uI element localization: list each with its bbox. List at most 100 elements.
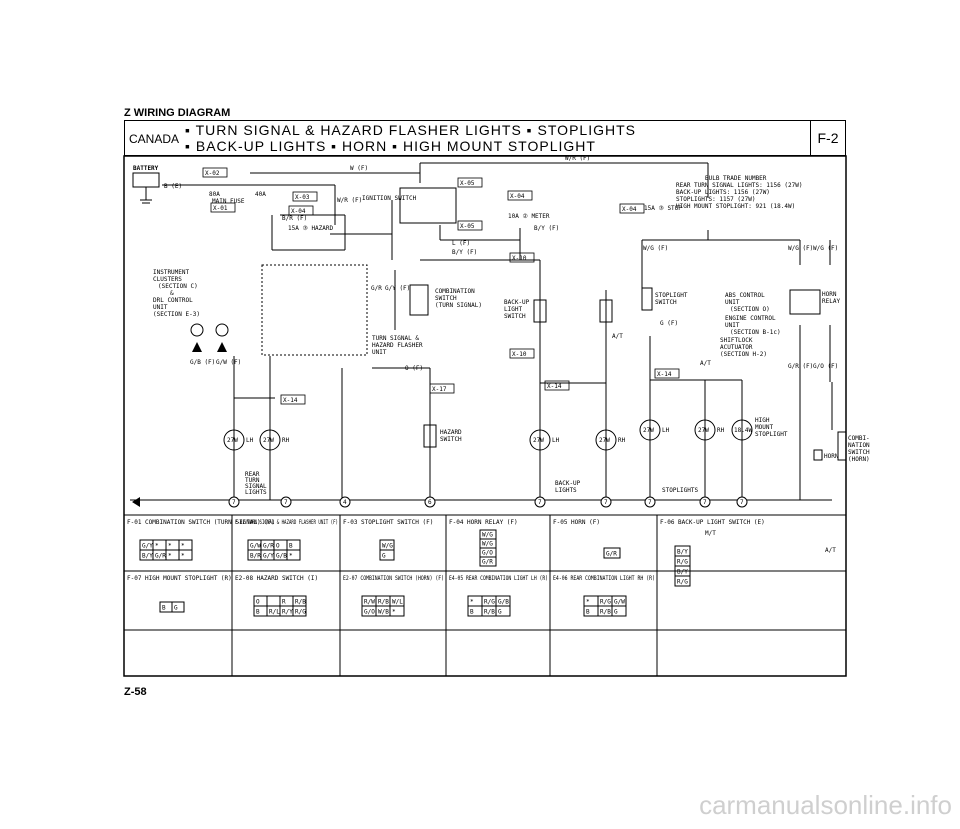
fuse-80a: 80A xyxy=(209,191,220,198)
svg-text:BACK-UP LIGHTS: 1156 (27W): BACK-UP LIGHTS: 1156 (27W) xyxy=(676,189,770,196)
conn-f01-title: F-01 COMBINATION SWITCH (TURN SIGNAL) (F… xyxy=(127,519,275,526)
svg-text:INSTRUMENT: INSTRUMENT xyxy=(153,269,190,276)
rear-turn-label: REAR TURN SIGNAL LIGHTS xyxy=(245,471,267,496)
hazard-switch-label: HAZARD SWITCH xyxy=(440,429,462,443)
svg-text:SWITCH: SWITCH xyxy=(435,295,457,302)
connector-pin-label: B/Y xyxy=(142,553,153,560)
svg-text:MOUNT: MOUNT xyxy=(755,424,773,431)
conn-f04-title: F-04 HORN RELAY (F) xyxy=(449,519,518,526)
connector-pin-label: B/Y xyxy=(677,549,688,556)
conn-f06-at: A/T xyxy=(825,547,836,554)
connector-pin-cell xyxy=(389,605,405,617)
svg-text:SWITCH: SWITCH xyxy=(504,313,526,320)
ground-7b: 7 xyxy=(284,499,288,506)
connector-grid xyxy=(124,514,846,676)
backup-switch-mt-box xyxy=(533,299,547,323)
connector-pin-label: G xyxy=(498,609,502,616)
lamp-lh-rear-turn-watt: 27W xyxy=(227,437,238,444)
conn-f06-sub: M/T xyxy=(705,530,716,537)
svg-text:UNIT: UNIT xyxy=(725,299,740,306)
connector-pin-label: B xyxy=(256,609,260,616)
wire-wr-f-2: W/R (F) xyxy=(337,197,362,204)
fuse-40a: 40A xyxy=(255,191,266,198)
connector-pin-label: R/B xyxy=(484,609,495,616)
svg-text:STOPLIGHT: STOPLIGHT xyxy=(755,431,788,438)
svg-text:HORN: HORN xyxy=(822,291,837,298)
svg-text:LIGHTS: LIGHTS xyxy=(245,489,267,496)
bulb-note: BULB TRADE NUMBER REAR TURN SIGNAL LIGHT… xyxy=(676,175,802,210)
wire-g-f: G (F) xyxy=(660,320,678,327)
lamp-highmount-watt: 18.4W xyxy=(734,427,752,434)
connector-pin-label: G/W xyxy=(250,543,261,550)
wire-gb-f: G/B (F) xyxy=(190,359,215,366)
connector-pin-label: R/G xyxy=(677,579,688,586)
svg-text:(SECTION E-3): (SECTION E-3) xyxy=(153,311,200,318)
connector-pin-label: B xyxy=(162,605,166,612)
connector-pin-label: * xyxy=(168,543,172,550)
x14-tag: X-14 xyxy=(547,383,562,390)
svg-text:HAZARD FLASHER: HAZARD FLASHER xyxy=(372,342,423,349)
svg-text:UNIT: UNIT xyxy=(372,349,387,356)
lamp-rh-rear-turn-watt: 27W xyxy=(263,437,274,444)
stoplight-switch-label: STOPLIGHT SWITCH xyxy=(655,292,688,306)
wire-label-be: B (E) xyxy=(164,183,182,190)
connector-pin-cell xyxy=(292,605,307,617)
ground-7f: 7 xyxy=(703,499,707,506)
svg-text:LIGHT: LIGHT xyxy=(504,306,522,313)
conn-f06-title: F-06 BACK-UP LIGHT SWITCH (E) xyxy=(660,519,765,526)
svg-text:SWITCH: SWITCH xyxy=(848,449,870,456)
combination-switch-turn-box xyxy=(409,284,429,316)
lamp-rh-backup-side: RH xyxy=(618,437,626,444)
x04-tag-2: X-04 xyxy=(510,193,525,200)
ignition-switch-box xyxy=(399,187,457,224)
wire-wg-f: W/G (F) xyxy=(643,245,668,252)
connector-pin-label: R/B xyxy=(378,599,389,606)
ground-7a: 7 xyxy=(232,499,236,506)
connector-pin-label: B xyxy=(470,609,474,616)
svg-text:HAZARD: HAZARD xyxy=(440,429,462,436)
ground-7e: 7 xyxy=(648,499,652,506)
ground-arrow-icon xyxy=(132,497,140,507)
connector-pin-label: G xyxy=(174,605,178,612)
backup-switch-at-box xyxy=(599,299,613,323)
wire-by-f-2: B/Y (F) xyxy=(534,225,559,232)
connector-pin-label: W/L xyxy=(392,599,403,606)
connector-pin-label: R/W xyxy=(364,599,375,606)
svg-text:LIGHTS: LIGHTS xyxy=(555,487,577,494)
svg-text:HIGH MOUNT STOPLIGHT: 921 (18.: HIGH MOUNT STOPLIGHT: 921 (18.4W) xyxy=(676,203,795,210)
svg-text:(SECTION B-1c): (SECTION B-1c) xyxy=(730,329,781,336)
connector-pin-cell xyxy=(479,556,497,567)
wire-o-f: O (F) xyxy=(405,365,423,372)
lamp-rh-stop-side: RH xyxy=(717,427,725,434)
horn-label: HORN xyxy=(824,453,839,460)
x17-tag: X-17 xyxy=(432,386,447,393)
lamp-lh-rear-turn-side: LH xyxy=(246,437,254,444)
turn-indicator-left-icon xyxy=(192,342,202,352)
connector-pin-label: G/O xyxy=(482,550,493,557)
connector-pin-label: R/B xyxy=(295,599,306,606)
battery xyxy=(132,172,160,204)
wire-wg-f-2: W/G (F) xyxy=(788,245,813,252)
conn-f02-title: F-02 TURN SIGNAL & HAZARD FLASHER UNIT (… xyxy=(235,519,338,526)
connector-pin-label: * xyxy=(181,553,185,560)
x05-tag-2: X-05 xyxy=(460,223,475,230)
connector-pin-label: R/Y xyxy=(282,609,293,616)
conn-e208-title: E2-08 HAZARD SWITCH (I) xyxy=(235,575,318,582)
svg-text:TURN: TURN xyxy=(245,477,260,484)
wire-l-f: L (F) xyxy=(452,240,470,247)
x01-tag: X-01 xyxy=(213,205,228,212)
connector-pin-label: B/R xyxy=(250,553,261,560)
diagram-frame xyxy=(123,155,847,677)
wire-br-f: B/R (F) xyxy=(282,215,307,222)
svg-text:NATION: NATION xyxy=(848,442,870,449)
svg-text:(SECTION H-2): (SECTION H-2) xyxy=(720,351,767,358)
instrument-cluster-box xyxy=(261,264,368,356)
connector-pin-cell xyxy=(171,601,185,613)
power-wires xyxy=(130,162,833,501)
svg-text:HIGH: HIGH xyxy=(755,417,770,424)
connector-pin-label: G/B xyxy=(498,599,509,606)
svg-text:STOPLIGHT: STOPLIGHT xyxy=(655,292,688,299)
combination-switch-horn-label: COMBI- NATION SWITCH (HORN) xyxy=(848,435,870,463)
svg-text:REAR: REAR xyxy=(245,471,260,478)
